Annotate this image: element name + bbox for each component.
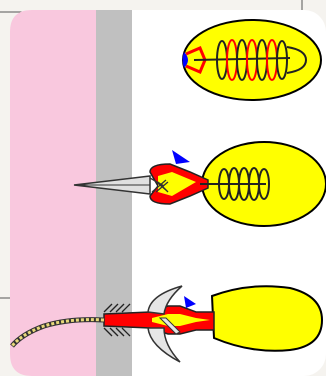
capsule-body	[212, 286, 322, 351]
stage-1-coiled-capsule	[183, 20, 322, 100]
